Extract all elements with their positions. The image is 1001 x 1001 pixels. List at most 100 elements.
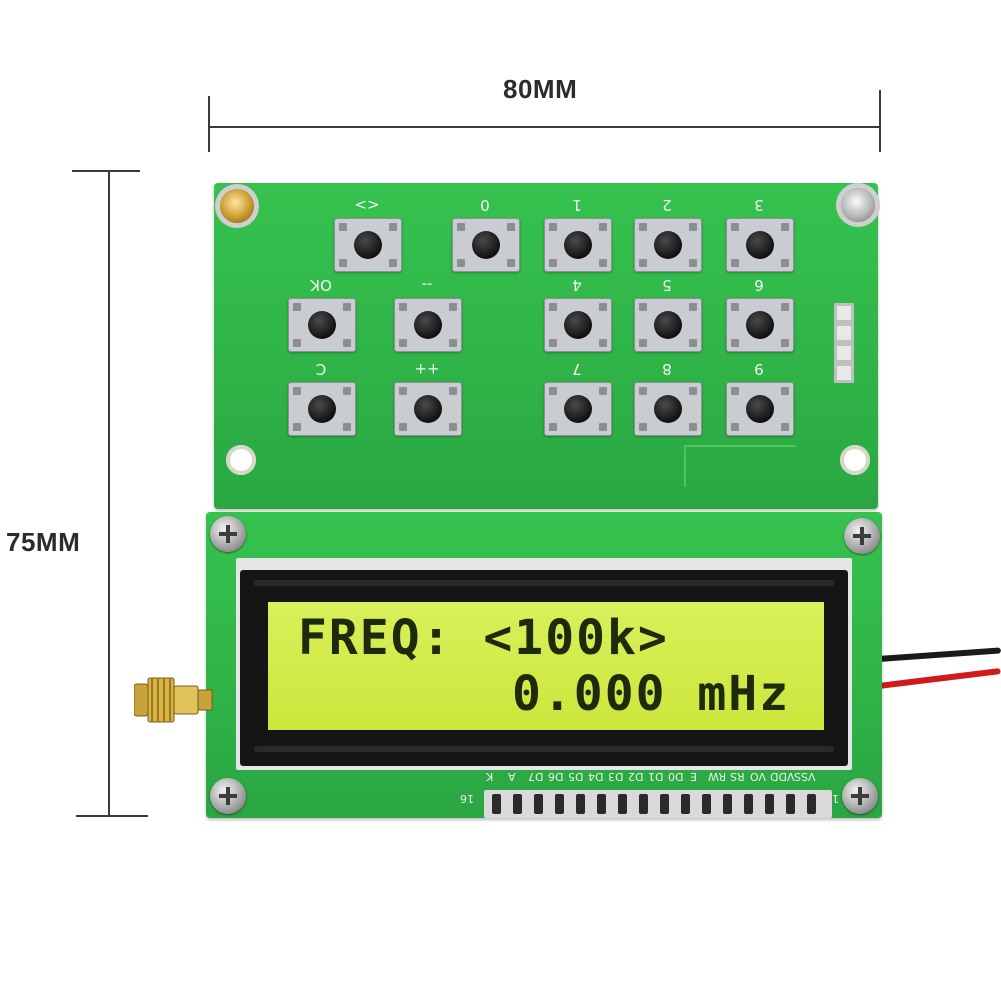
key-5-button[interactable]	[634, 298, 702, 352]
button-pin	[689, 303, 697, 311]
button-pin	[399, 339, 407, 347]
button-pin	[731, 303, 739, 311]
lcd-line-1: FREQ: <100k>	[298, 610, 669, 666]
pin-label-d6: D6	[548, 770, 564, 783]
button-pin	[599, 303, 607, 311]
height-dimension-line	[108, 170, 110, 816]
pin-label-d3: D3	[608, 770, 624, 783]
key-label-9: 9	[754, 360, 764, 378]
mounting-hole	[840, 445, 870, 475]
button-pin	[599, 423, 607, 431]
button-pin	[639, 259, 647, 267]
button-pin	[549, 303, 557, 311]
button-pin	[689, 223, 697, 231]
button-pin	[507, 259, 515, 267]
key-label-minus: --	[421, 276, 433, 294]
key-cap	[308, 395, 336, 423]
button-pin	[549, 339, 557, 347]
button-pin	[639, 223, 647, 231]
width-dimension-label: 80MM	[503, 74, 578, 104]
key-c-button[interactable]	[288, 382, 356, 436]
button-pin	[781, 339, 789, 347]
key-label-2: 2	[662, 196, 672, 214]
key-label-8: 8	[662, 360, 672, 378]
button-pin	[781, 223, 789, 231]
button-pin	[639, 423, 647, 431]
key-cap	[414, 395, 442, 423]
width-dimension-line	[208, 126, 880, 128]
key-label-c: C	[315, 360, 327, 378]
button-pin	[639, 339, 647, 347]
pin-label-rw: RW	[708, 770, 727, 783]
pcb-trace	[684, 445, 796, 487]
sma-connector-icon	[133, 672, 214, 728]
key-cap	[414, 311, 442, 339]
pin-label-vdd: VDD	[770, 770, 795, 783]
key-8-button[interactable]	[634, 382, 702, 436]
header-pin	[807, 794, 816, 814]
lcd-pin-header	[484, 790, 832, 818]
height-dimension-tick-top	[72, 170, 140, 172]
button-pin	[343, 303, 351, 311]
screw-icon	[842, 778, 878, 814]
screw-icon	[210, 516, 246, 552]
header-pin	[513, 794, 522, 814]
button-pin	[781, 387, 789, 395]
key-label-4: 4	[572, 276, 582, 294]
key-1-button[interactable]	[544, 218, 612, 272]
pin-label-e: E	[690, 770, 697, 783]
key-4-button[interactable]	[544, 298, 612, 352]
pin-label-d7: D7	[528, 770, 544, 783]
key-label-0: 0	[480, 196, 490, 214]
button-pin	[389, 259, 397, 267]
key-label-ok: OK	[310, 276, 332, 294]
pin-label-vss: VSS	[794, 770, 816, 783]
key-minus-button[interactable]	[394, 298, 462, 352]
button-pin	[781, 303, 789, 311]
key-label-3: 3	[754, 196, 764, 214]
button-pin	[339, 223, 347, 231]
key-2-button[interactable]	[634, 218, 702, 272]
key-brackets-button[interactable]	[334, 218, 402, 272]
pin-label-vo: VO	[750, 770, 766, 783]
key-6-button[interactable]	[726, 298, 794, 352]
height-dimension-tick-bottom	[76, 815, 148, 817]
button-pin	[639, 303, 647, 311]
key-cap	[654, 311, 682, 339]
key-ok-button[interactable]	[288, 298, 356, 352]
key-cap	[746, 311, 774, 339]
header-pin	[492, 794, 501, 814]
key-plus-button[interactable]	[394, 382, 462, 436]
brass-standoff-icon	[220, 189, 254, 223]
button-pin	[731, 423, 739, 431]
key-3-button[interactable]	[726, 218, 794, 272]
key-9-button[interactable]	[726, 382, 794, 436]
button-pin	[399, 387, 407, 395]
key-label-1: 1	[572, 196, 582, 214]
button-pin	[293, 303, 301, 311]
button-pin	[599, 223, 607, 231]
pin-label-1: 1	[832, 792, 839, 805]
key-cap	[564, 395, 592, 423]
header-pad	[834, 363, 854, 383]
key-cap	[564, 311, 592, 339]
button-pin	[343, 339, 351, 347]
header-pad	[834, 343, 854, 363]
button-pin	[339, 259, 347, 267]
key-7-button[interactable]	[544, 382, 612, 436]
header-pin	[681, 794, 690, 814]
button-pin	[449, 423, 457, 431]
header-pin	[597, 794, 606, 814]
header-pin	[786, 794, 795, 814]
key-label-7: 7	[572, 360, 582, 378]
pin-label-k: K	[486, 770, 494, 783]
header-pin	[534, 794, 543, 814]
button-pin	[399, 423, 407, 431]
button-pin	[293, 423, 301, 431]
header-pin	[639, 794, 648, 814]
button-pin	[549, 423, 557, 431]
key-0-button[interactable]	[452, 218, 520, 272]
key-cap	[746, 231, 774, 259]
mounting-hole	[226, 445, 256, 475]
header-pad	[834, 303, 854, 323]
